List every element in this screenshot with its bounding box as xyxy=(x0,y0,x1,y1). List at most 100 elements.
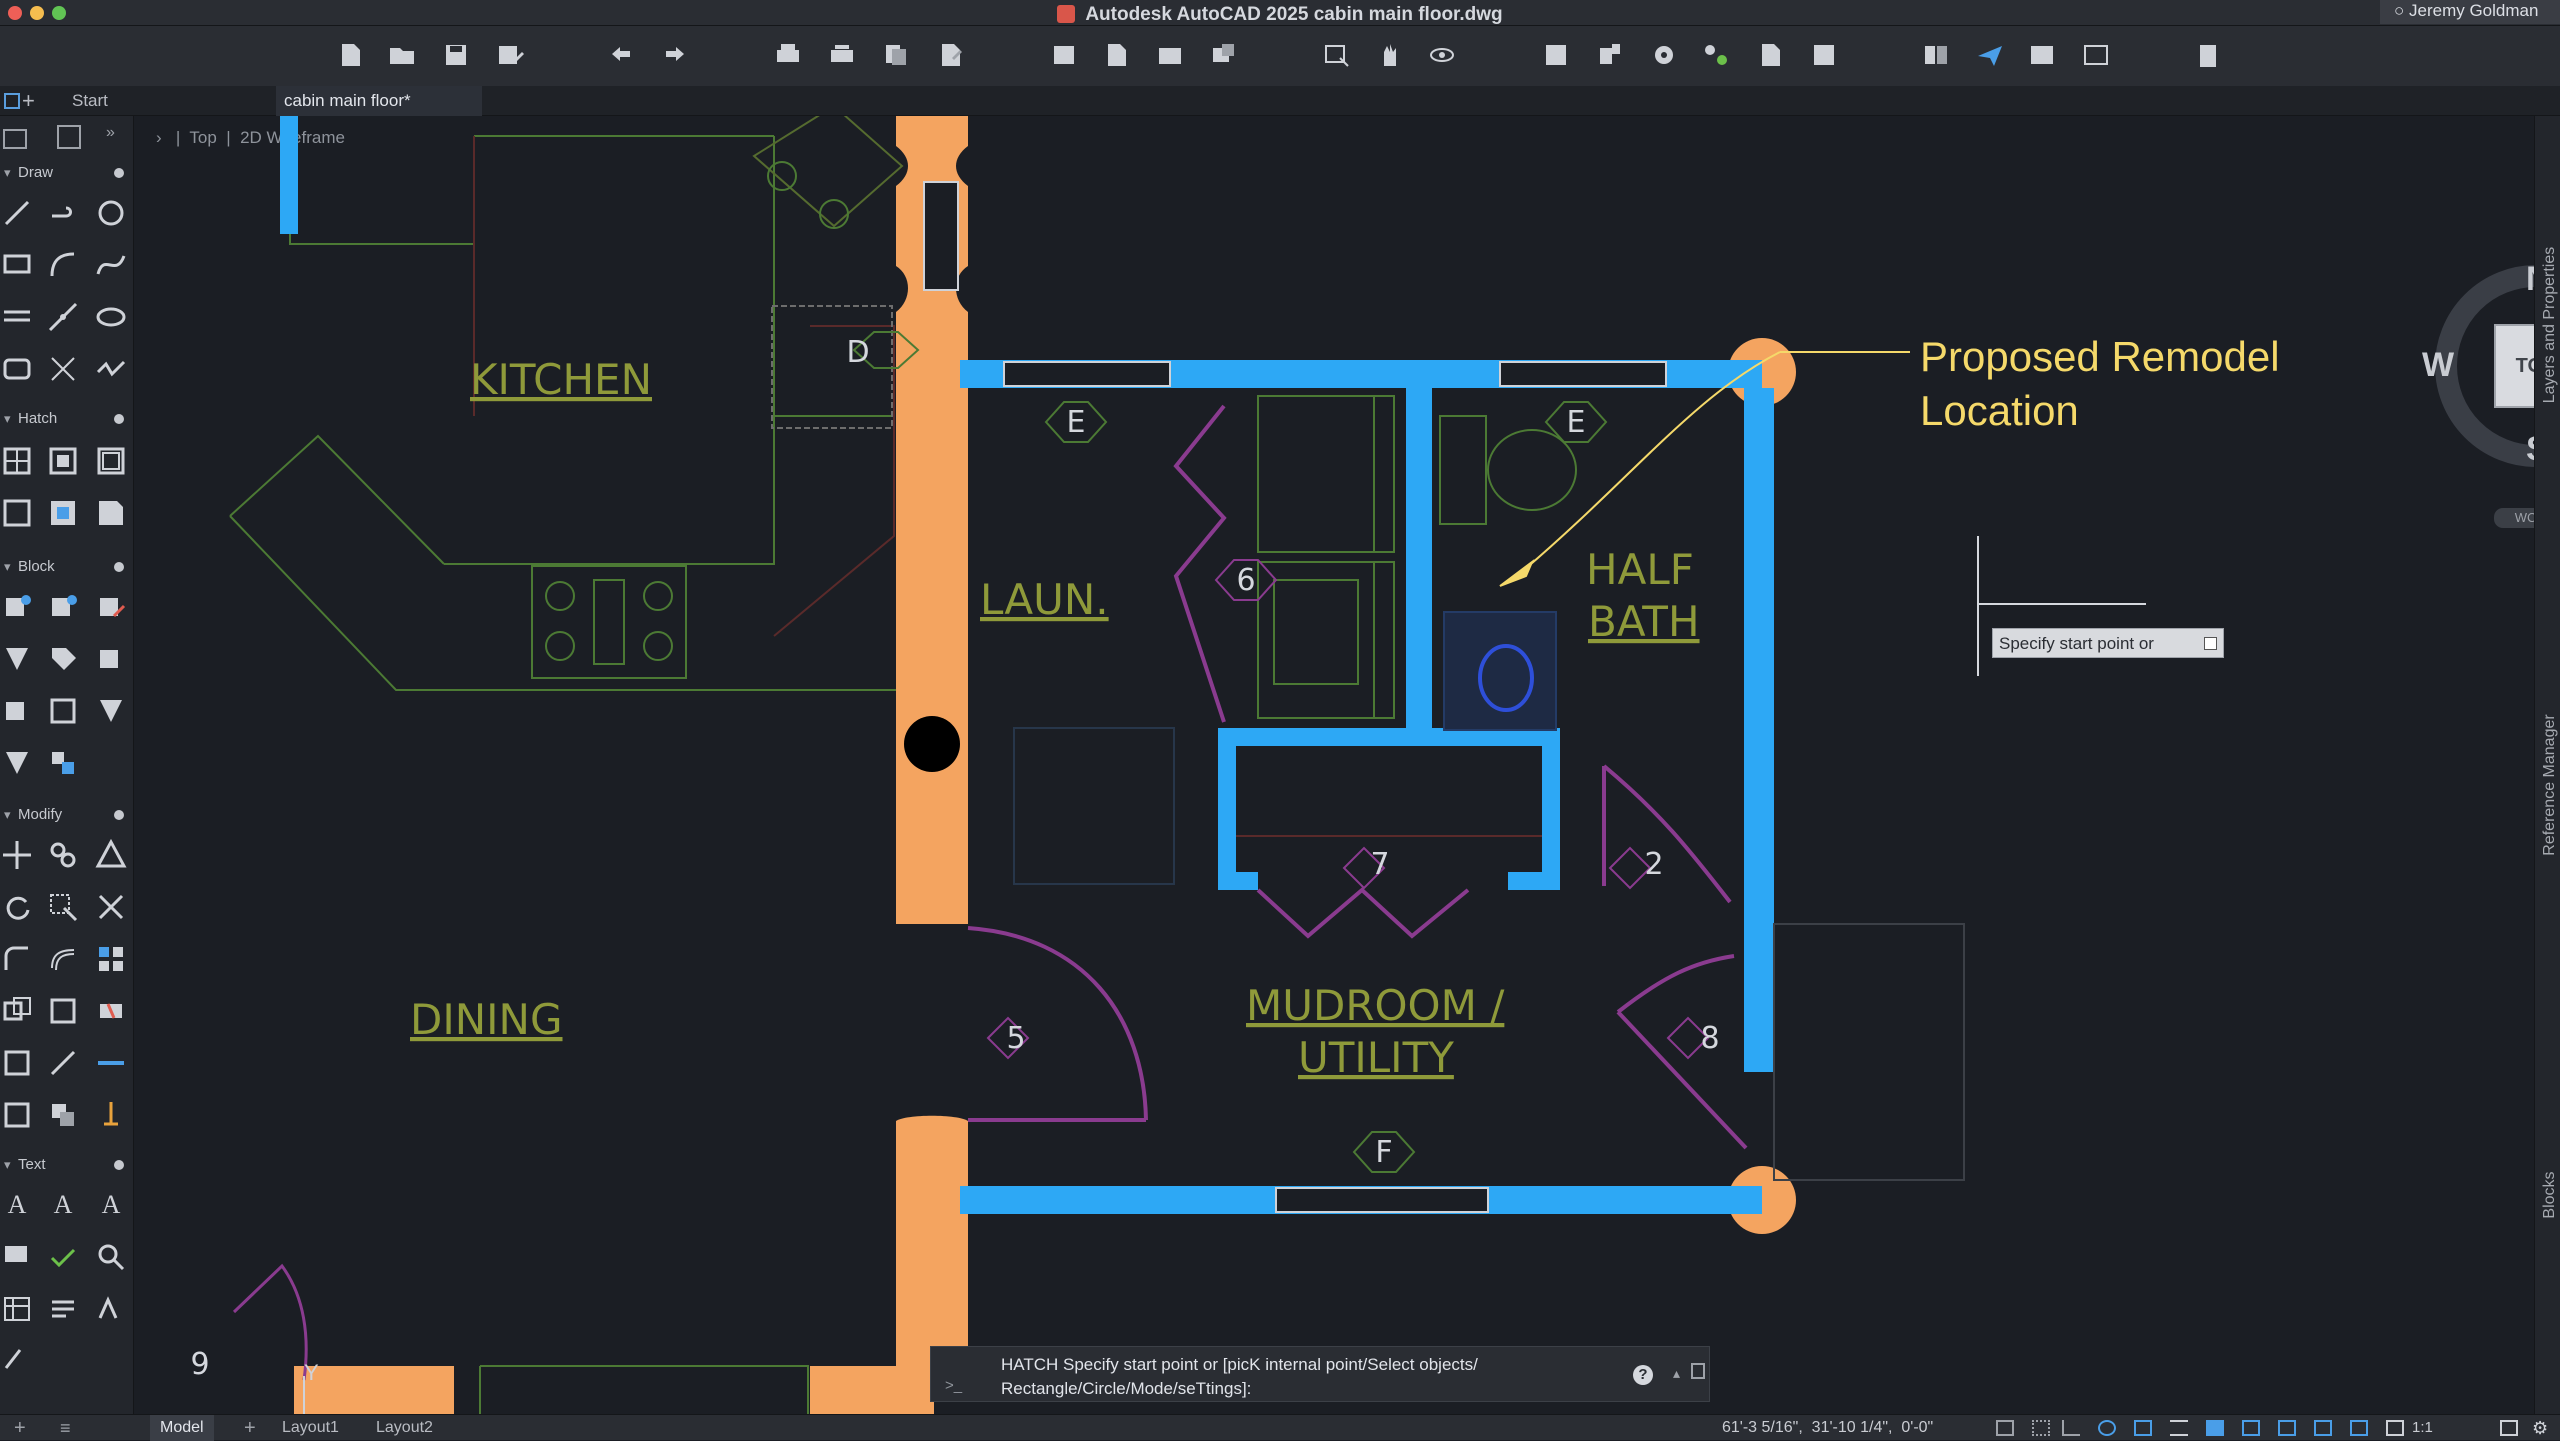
attribute-sync-icon[interactable] xyxy=(94,694,128,728)
compass-west[interactable]: W xyxy=(2422,346,2454,385)
rotate-icon[interactable] xyxy=(0,890,34,924)
section-block[interactable]: Block xyxy=(0,554,134,580)
save-as-icon[interactable] xyxy=(494,40,526,70)
tab-layout2[interactable]: Layout2 xyxy=(366,1415,443,1441)
help-icon[interactable]: ? xyxy=(1633,1365,1653,1385)
section-text[interactable]: Text xyxy=(0,1152,134,1178)
quick-calc-icon[interactable] xyxy=(1808,40,1840,70)
region-icon[interactable] xyxy=(0,352,34,386)
app-menu-grid-icon[interactable] xyxy=(4,93,20,109)
section-draw[interactable]: Draw xyxy=(0,160,134,186)
block-palette-icon[interactable] xyxy=(46,694,80,728)
batch-plot-icon[interactable] xyxy=(826,40,858,70)
add-layout-icon[interactable]: + xyxy=(14,1415,26,1441)
stretch-box-icon[interactable] xyxy=(0,1046,34,1080)
palette-view-icon[interactable] xyxy=(0,122,26,148)
drawing-canvas[interactable]: › | Top | 2D Wireframe xyxy=(134,116,2534,1414)
text-align-icon[interactable] xyxy=(46,1292,80,1326)
hatch-icon[interactable] xyxy=(0,444,34,478)
insert-block-icon[interactable] xyxy=(0,590,34,624)
hatch-edit-icon[interactable] xyxy=(0,496,34,530)
block-editor-icon[interactable] xyxy=(94,590,128,624)
section-modify[interactable]: Modify xyxy=(0,802,134,828)
reference-manager-panel-tab[interactable]: Reference Manager xyxy=(2541,700,2559,870)
gear-icon[interactable] xyxy=(114,1160,124,1170)
xref-icon[interactable] xyxy=(2026,40,2058,70)
workspace-icon[interactable] xyxy=(2500,1420,2518,1436)
redo-icon[interactable] xyxy=(658,40,690,70)
tool-palettes-icon[interactable] xyxy=(1648,40,1680,70)
annotation-visibility-icon[interactable] xyxy=(2386,1420,2404,1436)
layout-icon[interactable] xyxy=(1154,40,1186,70)
undo-icon[interactable] xyxy=(606,40,638,70)
define-attributes-icon[interactable] xyxy=(0,642,34,676)
ortho-icon[interactable] xyxy=(2062,1420,2080,1436)
clipboard-icon[interactable] xyxy=(2192,40,2224,70)
object-snap-icon[interactable] xyxy=(2134,1420,2152,1436)
pan-icon[interactable] xyxy=(1374,40,1406,70)
palette-expand-icon[interactable]: » xyxy=(106,124,115,142)
gradient-icon[interactable] xyxy=(46,444,80,478)
gizmo-icon[interactable] xyxy=(2350,1420,2368,1436)
compass-north[interactable]: N xyxy=(2526,260,2534,299)
explode-icon[interactable] xyxy=(46,994,80,1028)
polyline-icon[interactable] xyxy=(46,196,80,230)
revision-cloud-icon[interactable] xyxy=(94,352,128,386)
lengthen-icon[interactable] xyxy=(0,1098,34,1132)
selection-filter-icon[interactable] xyxy=(2314,1420,2332,1436)
stretch-icon[interactable] xyxy=(46,890,80,924)
customize-gear-icon[interactable]: ⚙ xyxy=(2532,1415,2548,1441)
section-hatch[interactable]: Hatch xyxy=(0,406,134,432)
gear-icon[interactable] xyxy=(114,414,124,424)
circle-icon[interactable] xyxy=(94,196,128,230)
spline-icon[interactable] xyxy=(94,248,128,282)
gear-icon[interactable] xyxy=(114,562,124,572)
command-settings-icon[interactable] xyxy=(1691,1363,1705,1379)
polar-tracking-icon[interactable] xyxy=(2098,1420,2116,1436)
join-icon[interactable] xyxy=(94,1046,128,1080)
find-text-icon[interactable] xyxy=(94,1240,128,1274)
create-block-icon[interactable] xyxy=(46,590,80,624)
save-icon[interactable] xyxy=(440,40,472,70)
layers-properties-panel-tab[interactable]: Layers and Properties xyxy=(2541,240,2559,410)
plot-icon[interactable] xyxy=(772,40,804,70)
mirror-icon[interactable] xyxy=(94,838,128,872)
tab-start[interactable]: Start xyxy=(72,86,108,116)
offset-icon[interactable] xyxy=(46,942,80,976)
command-history-icon[interactable]: ▴ xyxy=(1673,1365,1680,1382)
ray-icon[interactable] xyxy=(46,352,80,386)
view-manager-icon[interactable] xyxy=(1208,40,1240,70)
compare-icon[interactable] xyxy=(1920,40,1952,70)
properties-icon[interactable] xyxy=(1540,40,1572,70)
spell-check-icon[interactable] xyxy=(46,1240,80,1274)
transparency-icon[interactable] xyxy=(2206,1420,2224,1436)
text-scale-icon[interactable] xyxy=(94,1292,128,1326)
multiline-icon[interactable] xyxy=(0,300,34,334)
orbit-icon[interactable] xyxy=(1426,40,1458,70)
layout-list-icon[interactable]: ≡ xyxy=(60,1415,71,1441)
block-count-icon[interactable] xyxy=(46,746,80,780)
snap-icon[interactable] xyxy=(2032,1420,2050,1436)
design-center-icon[interactable] xyxy=(1594,40,1626,70)
lineweight-icon[interactable] xyxy=(2170,1420,2188,1436)
super-hatch-icon[interactable] xyxy=(94,496,128,530)
table-icon[interactable] xyxy=(0,1292,34,1326)
find-replace-icon[interactable] xyxy=(0,1240,34,1274)
image-icon[interactable] xyxy=(2080,40,2112,70)
tab-layout1[interactable]: Layout1 xyxy=(272,1415,349,1441)
send-icon[interactable] xyxy=(1974,40,2006,70)
annotation-scale[interactable]: 1:1 xyxy=(2412,1415,2433,1441)
attribute-extract-icon[interactable] xyxy=(0,746,34,780)
viewcube[interactable]: TOP N S E W xyxy=(2430,262,2534,472)
align-icon[interactable] xyxy=(46,1098,80,1132)
export-pdf-icon[interactable] xyxy=(934,40,966,70)
user-account-menu[interactable]: ○ Jeremy Goldman xyxy=(2380,0,2560,24)
grid-icon[interactable] xyxy=(1996,1420,2014,1436)
blocks-panel-tab[interactable]: Blocks xyxy=(2541,1110,2559,1280)
floor-plan-drawing[interactable]: KITCHEN LAUN. HALF BATH DINING MUDROOM /… xyxy=(134,116,2534,1414)
boundary-icon[interactable] xyxy=(94,444,128,478)
publish-icon[interactable] xyxy=(880,40,912,70)
palette-layout-icon[interactable] xyxy=(54,122,80,148)
multiline-text-icon[interactable]: A xyxy=(0,1188,34,1222)
gear-icon[interactable] xyxy=(114,810,124,820)
